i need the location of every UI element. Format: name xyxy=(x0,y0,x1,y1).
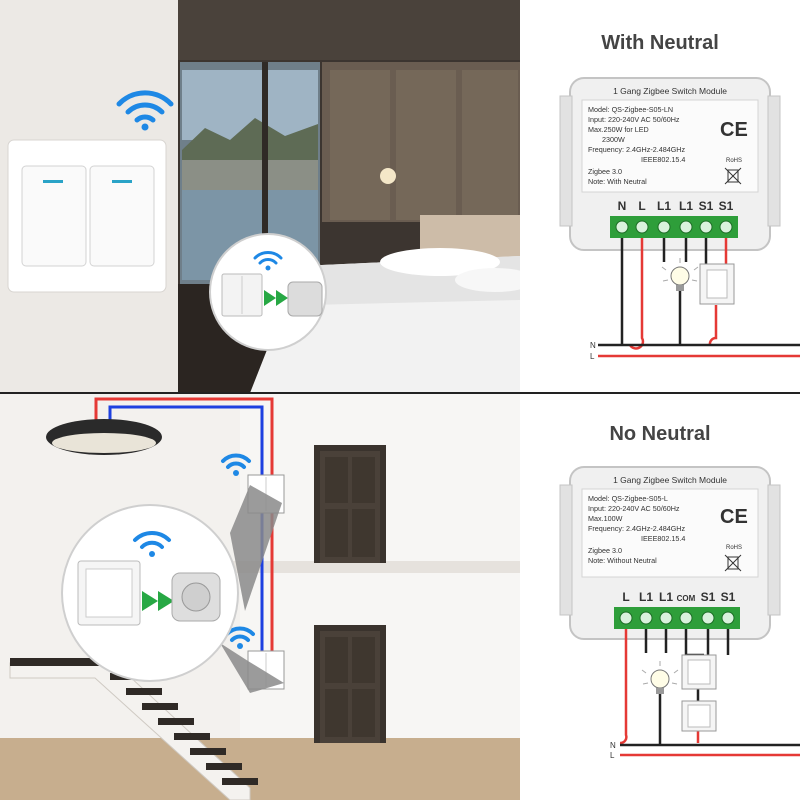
wire-label-l: L xyxy=(590,352,595,361)
wiring-with-neutral xyxy=(598,238,800,358)
terminal-label-nn-4: COM xyxy=(677,594,696,603)
weee-bin-icon-nn xyxy=(724,554,742,572)
switch-module-inset xyxy=(209,233,327,351)
wall-switch-two-gang xyxy=(7,139,167,293)
module-input-nn: Input: 220-240V AC 50/60Hz xyxy=(588,504,680,513)
weee-bin-icon xyxy=(724,167,742,185)
wiring-no-neutral xyxy=(619,629,800,757)
wifi-icon-upper xyxy=(221,453,251,476)
module-model-nn: Model: QS-Zigbee-S05-L xyxy=(588,494,668,503)
terminal-label-5: S1 xyxy=(699,199,714,213)
terminal-label-3: L1 xyxy=(657,199,671,213)
zigbee-module-with-neutral: 1 Gang Zigbee Switch Module Model: QS-Zi… xyxy=(559,77,781,251)
terminal-label-nn-6: S1 xyxy=(721,590,736,604)
terminal-label-nn-2: L1 xyxy=(639,590,653,604)
ce-mark: CE xyxy=(720,119,748,141)
module-frequency: Frequency: 2.4GHz-2.484GHz xyxy=(588,145,685,154)
module-max2: 2300W xyxy=(602,135,625,144)
light-bulb-icon-nn xyxy=(641,661,679,694)
lower-door xyxy=(314,625,386,743)
terminal-block xyxy=(610,216,738,238)
no-neutral-diagram-panel: No Neutral 1 Gang Zigbee Switch Module M… xyxy=(520,393,800,800)
wall-switch-lower-nn xyxy=(681,700,717,732)
ce-mark-nn: CE xyxy=(720,506,748,528)
wall-switch-icon xyxy=(699,263,735,305)
module-ieee-nn: IEEE802.15.4 xyxy=(641,534,685,543)
module-max-nn: Max.100W xyxy=(588,514,623,523)
no-neutral-title: No Neutral xyxy=(609,423,711,445)
module-note-nn: Note: Without Neutral xyxy=(588,556,657,565)
terminal-label-6: S1 xyxy=(719,199,734,213)
module-ieee: IEEE802.15.4 xyxy=(641,155,685,164)
module-zigbee: Zigbee 3.0 xyxy=(588,167,622,176)
terminal-label-nn-3: L1 xyxy=(659,590,673,604)
module-model: Model: QS-Zigbee-S05-LN xyxy=(588,105,673,114)
wire-label-n: N xyxy=(590,341,596,350)
module-heading: 1 Gang Zigbee Switch Module xyxy=(613,86,727,96)
terminal-label-nn-1: L xyxy=(622,590,629,604)
terminal-label-4: L1 xyxy=(679,199,693,213)
rohs-mark-nn: RoHS xyxy=(726,545,742,551)
wire-label-n-nn: N xyxy=(610,741,616,750)
zigbee-module-no-neutral: 1 Gang Zigbee Switch Module Model: QS-Zi… xyxy=(559,466,781,640)
terminal-label-1: N xyxy=(618,199,627,213)
horizontal-divider xyxy=(0,392,800,394)
light-bulb-icon xyxy=(661,258,699,291)
wire-label-l-nn: L xyxy=(610,751,615,760)
with-neutral-title: With Neutral xyxy=(601,32,719,54)
terminal-label-2: L xyxy=(638,199,645,213)
module-input: Input: 220-240V AC 50/60Hz xyxy=(588,115,680,124)
terminal-block-nn xyxy=(614,607,740,629)
rohs-mark: RoHS xyxy=(726,158,742,164)
upper-door xyxy=(314,445,386,563)
ceiling-lamp xyxy=(46,419,162,455)
module-max: Max.250W for LED xyxy=(588,125,649,134)
wall-switch-upper-nn xyxy=(681,654,717,690)
staircase-scene-panel xyxy=(0,393,520,800)
module-frequency-nn: Frequency: 2.4GHz-2.484GHz xyxy=(588,524,685,533)
switch-module-inset-stairs xyxy=(61,504,239,682)
module-zigbee-nn: Zigbee 3.0 xyxy=(588,546,622,555)
with-neutral-diagram-panel: With Neutral 1 Gang Zigbee Switch Module… xyxy=(520,0,800,393)
module-note: Note: With Neutral xyxy=(588,177,647,186)
module-heading-nn: 1 Gang Zigbee Switch Module xyxy=(613,475,727,485)
wifi-icon xyxy=(116,90,174,131)
terminal-label-nn-5: S1 xyxy=(701,590,716,604)
bedroom-scene-panel xyxy=(0,0,520,393)
